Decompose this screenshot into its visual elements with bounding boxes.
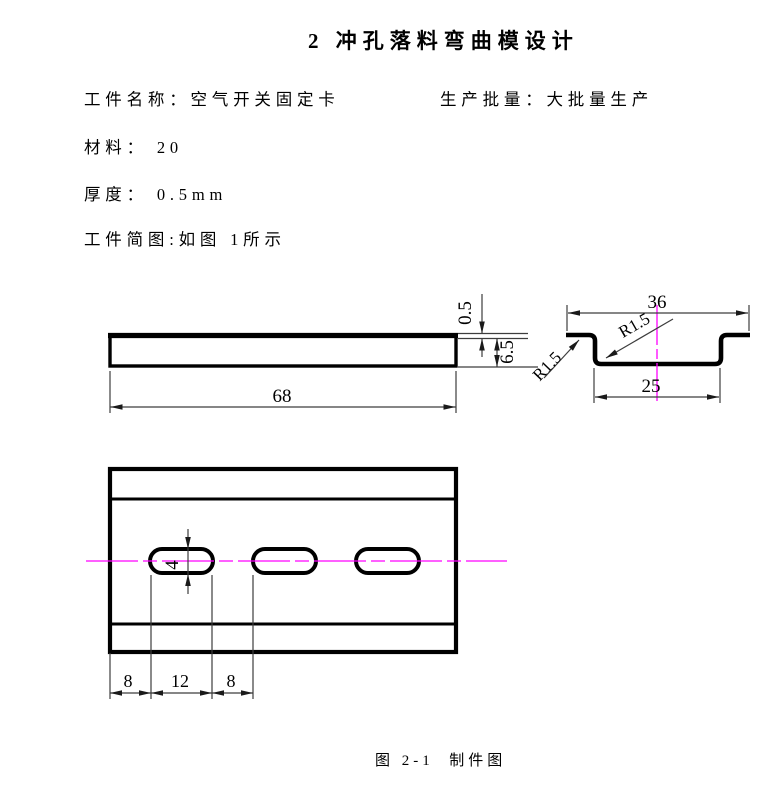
figure-caption: 图 2-1 制件图 [375, 753, 507, 769]
dim-text-radius-outer: R1.5 [529, 348, 565, 385]
leader-radius-outer [543, 339, 580, 379]
section-view: 36 25 R1.5 R1.5 [529, 292, 750, 403]
side-view: 68 0.5 6.5 [108, 294, 538, 413]
spec-thickness: 厚度： 0.5mm [84, 185, 228, 204]
dim-text-thickness: 0.5 [455, 301, 476, 325]
dim-text-bottom-width: 25 [642, 376, 661, 397]
dim-text-slot-spacing: 8 [227, 671, 236, 691]
leader-radius-inner [605, 318, 674, 359]
dim-text-height: 6.5 [497, 340, 518, 364]
dim-text-edge-margin: 8 [124, 671, 133, 691]
top-view: 4 8 12 8 [86, 466, 507, 699]
spec-production-batch: 生产批量：大批量生产 [440, 90, 653, 109]
spec-sketch-note: 工件简图:如图 1所示 [84, 230, 286, 249]
side-view-outline [108, 333, 458, 368]
dim-text-radius-inner: R1.5 [615, 309, 653, 342]
dim-text-length: 68 [273, 386, 292, 407]
dim-text-slot-length: 12 [171, 671, 189, 691]
dim-text-outer-width: 36 [648, 292, 667, 313]
dim-text-slot-width: 4 [162, 560, 183, 570]
section-profile [566, 332, 750, 367]
page-title: 2 冲孔落料弯曲模设计 [308, 29, 579, 53]
spec-workpiece-name: 工件名称：空气开关固定卡 [84, 90, 340, 109]
spec-material: 材料： 20 [84, 138, 183, 157]
